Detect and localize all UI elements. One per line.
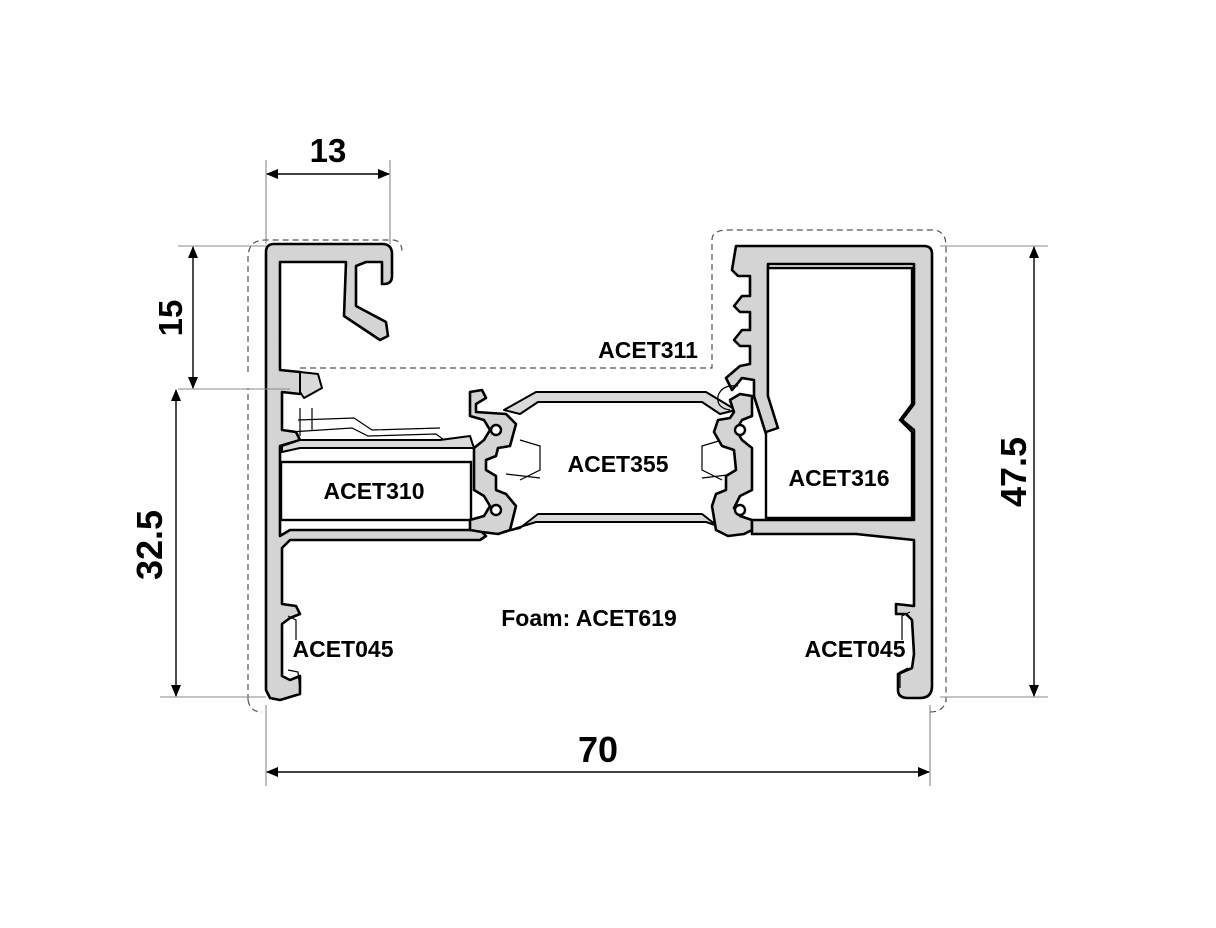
dimension-bottom-width: 70 [266,729,930,777]
right-frame-profile [717,244,934,700]
label-acet045-right: ACET045 [805,636,906,662]
acet310-cavity [279,460,473,522]
dimension-top-width: 13 [266,132,390,179]
left-thermal-claws [468,388,518,536]
dimension-left-upper-height: 15 [152,246,198,389]
dimension-right-height: 47.5 [993,246,1039,697]
dimension-label-70: 70 [578,729,618,770]
label-acet355: ACET355 [568,451,669,477]
dimension-label-47-5: 47.5 [993,437,1034,507]
dimension-label-32-5: 32.5 [129,510,170,580]
dimension-left-lower-height: 32.5 [129,389,181,697]
right-thermal-claws [710,392,754,538]
acet045-right-groove [899,611,911,688]
label-acet310: ACET310 [324,478,425,504]
label-acet316: ACET316 [789,465,890,491]
acet316-cavity [764,266,914,520]
acet045-left-groove [287,615,301,691]
dimension-label-15: 15 [152,300,189,337]
left-frame-profile [264,242,488,702]
label-acet311: ACET311 [598,337,698,363]
dashed-envelope-outline [247,229,947,713]
label-acet045-left: ACET045 [293,636,394,662]
dimension-label-13: 13 [310,132,347,169]
label-foam-acet619: Foam: ACET619 [501,605,677,631]
part-labels: ACET311 ACET355 ACET310 ACET316 Foam: AC… [293,337,906,662]
